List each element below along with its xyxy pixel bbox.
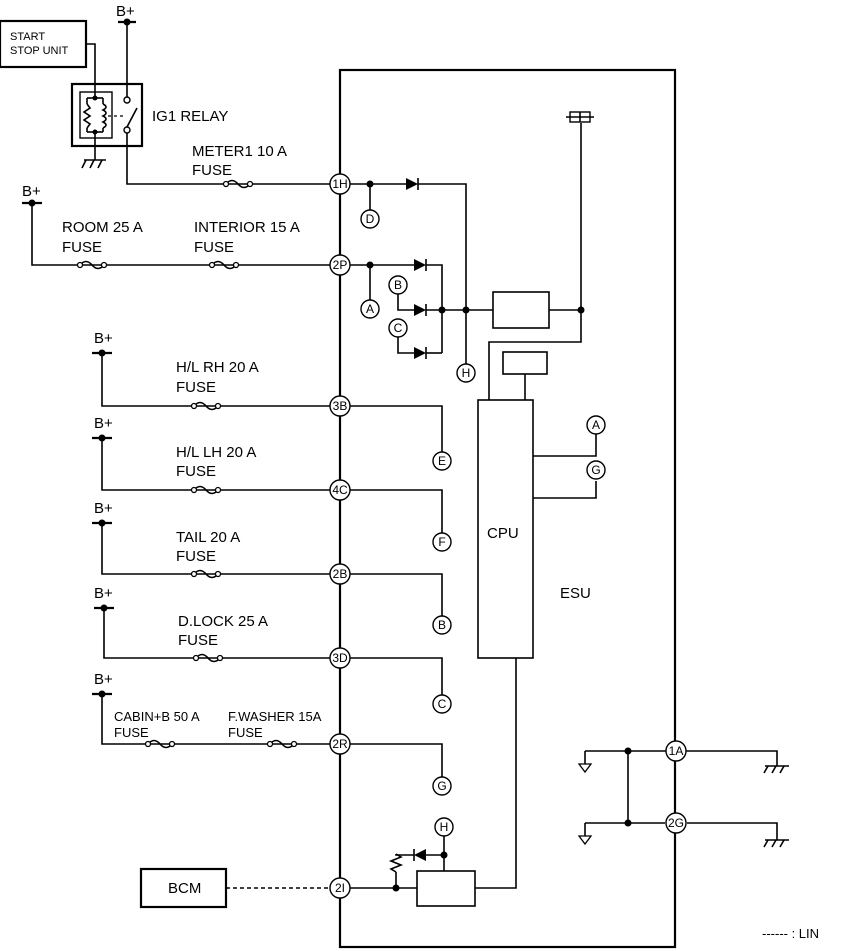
svg-text:A: A bbox=[366, 302, 374, 316]
esu-label: ESU bbox=[560, 585, 591, 602]
terminal-2p: 2P bbox=[329, 254, 351, 276]
fuse-tail-name: TAIL 20 A bbox=[176, 529, 240, 546]
fuse-fwasher-name: F.WASHER 15A bbox=[228, 709, 322, 724]
lin-legend: ------ : LIN bbox=[762, 926, 819, 941]
svg-text:4C: 4C bbox=[332, 483, 348, 497]
fuse-meter1-symbol bbox=[225, 179, 251, 189]
svg-text:C: C bbox=[438, 697, 447, 711]
cpu-label: CPU bbox=[487, 525, 519, 542]
fuse-hl-lh-type: FUSE bbox=[176, 463, 216, 480]
fuse-hl-lh-symbol bbox=[193, 485, 219, 495]
ref-e: E bbox=[432, 451, 452, 471]
svg-text:C: C bbox=[394, 321, 403, 335]
ref-g-fwasher: G bbox=[432, 776, 452, 796]
fuse-hl-rh-symbol bbox=[193, 401, 219, 411]
svg-text:E: E bbox=[438, 454, 446, 468]
svg-text:2I: 2I bbox=[335, 881, 345, 895]
b-plus-hl-lh-label: B+ bbox=[94, 415, 113, 432]
ref-a-2p: A bbox=[360, 299, 380, 319]
svg-text:B: B bbox=[394, 278, 402, 292]
fuse-hl-rh-type: FUSE bbox=[176, 379, 216, 396]
start-stop-unit-box bbox=[0, 19, 88, 69]
fuse-dlock-name: D.LOCK 25 A bbox=[178, 613, 268, 630]
svg-text:2G: 2G bbox=[668, 816, 684, 830]
terminal-2r: 2R bbox=[329, 733, 351, 755]
svg-text:F: F bbox=[438, 535, 445, 549]
svg-text:H: H bbox=[440, 820, 449, 834]
fuse-cabin-symbol bbox=[147, 739, 173, 749]
b-plus-dlock-label: B+ bbox=[94, 585, 113, 602]
svg-text:2P: 2P bbox=[333, 258, 348, 272]
b-plus-tail-label: B+ bbox=[94, 500, 113, 517]
fuse-cabin-type: FUSE bbox=[114, 725, 149, 740]
ref-c-diode: C bbox=[388, 318, 408, 338]
fuse-fwasher-type: FUSE bbox=[228, 725, 263, 740]
terminal-2g: 2G bbox=[665, 812, 687, 834]
ref-h-top: H bbox=[456, 363, 476, 383]
terminal-2i: 2I bbox=[329, 877, 351, 899]
start-stop-unit-label-1: START bbox=[10, 31, 45, 43]
ig1-relay bbox=[70, 82, 144, 148]
fuse-room-symbol bbox=[79, 260, 105, 270]
fuse-interior-name: INTERIOR 15 A bbox=[194, 219, 300, 236]
fuse-meter1-name: METER1 10 A bbox=[192, 143, 287, 160]
fuse-interior-type: FUSE bbox=[194, 239, 234, 256]
sensor-connector-icon bbox=[566, 111, 594, 123]
ref-g-cpu: G bbox=[586, 460, 606, 480]
terminal-3b: 3B bbox=[329, 395, 351, 417]
ref-d-1h: D bbox=[360, 209, 380, 229]
ref-h-bottom: H bbox=[434, 817, 454, 837]
ref-b-tail: B bbox=[432, 615, 452, 635]
small-component-box bbox=[502, 351, 548, 375]
fuse-room-type: FUSE bbox=[62, 239, 102, 256]
ref-a-cpu: A bbox=[586, 415, 606, 435]
svg-text:2B: 2B bbox=[333, 567, 348, 581]
svg-text:G: G bbox=[591, 463, 600, 477]
fuse-tail-symbol bbox=[193, 569, 219, 579]
ref-b-diode: B bbox=[388, 275, 408, 295]
fuse-hl-lh-name: H/L LH 20 A bbox=[176, 444, 256, 461]
terminal-1h: 1H bbox=[329, 173, 351, 195]
svg-text:B: B bbox=[438, 618, 446, 632]
terminal-4c: 4C bbox=[329, 479, 351, 501]
fuse-meter1-type: FUSE bbox=[192, 162, 232, 179]
cpu-box bbox=[477, 399, 534, 659]
start-stop-unit-label-2: STOP UNIT bbox=[10, 45, 69, 57]
esu-box bbox=[338, 68, 677, 949]
svg-text:1A: 1A bbox=[669, 744, 684, 758]
b-plus-hl-rh-label: B+ bbox=[94, 330, 113, 347]
fuse-cabin-name: CABIN+B 50 A bbox=[114, 709, 200, 724]
bcm-label: BCM bbox=[168, 880, 201, 897]
svg-text:1H: 1H bbox=[332, 177, 347, 191]
fuse-fwasher-symbol bbox=[269, 739, 295, 749]
fuse-room-name: ROOM 25 A bbox=[62, 219, 143, 236]
terminal-2b: 2B bbox=[329, 563, 351, 585]
terminal-1a: 1A bbox=[665, 740, 687, 762]
svg-text:H: H bbox=[462, 366, 471, 380]
b-plus-cabin-label: B+ bbox=[94, 671, 113, 688]
bcm-box bbox=[139, 867, 228, 909]
regulator-box bbox=[492, 291, 550, 329]
ig1-relay-label: IG1 RELAY bbox=[152, 108, 228, 125]
svg-text:3B: 3B bbox=[333, 399, 348, 413]
fuse-dlock-symbol bbox=[195, 653, 221, 663]
driver-box bbox=[416, 870, 476, 907]
fuse-dlock-type: FUSE bbox=[178, 632, 218, 649]
svg-text:G: G bbox=[437, 779, 446, 793]
svg-text:2R: 2R bbox=[332, 737, 348, 751]
ref-f: F bbox=[432, 532, 452, 552]
terminal-3d: 3D bbox=[329, 647, 351, 669]
ref-c-dlock: C bbox=[432, 694, 452, 714]
svg-text:D: D bbox=[366, 212, 375, 226]
b-plus-top-label: B+ bbox=[116, 3, 135, 20]
svg-text:3D: 3D bbox=[332, 651, 348, 665]
fuse-interior-symbol bbox=[211, 260, 237, 270]
b-plus-room-label: B+ bbox=[22, 183, 41, 200]
fuse-tail-type: FUSE bbox=[176, 548, 216, 565]
fuse-hl-rh-name: H/L RH 20 A bbox=[176, 359, 259, 376]
svg-text:A: A bbox=[592, 418, 600, 432]
